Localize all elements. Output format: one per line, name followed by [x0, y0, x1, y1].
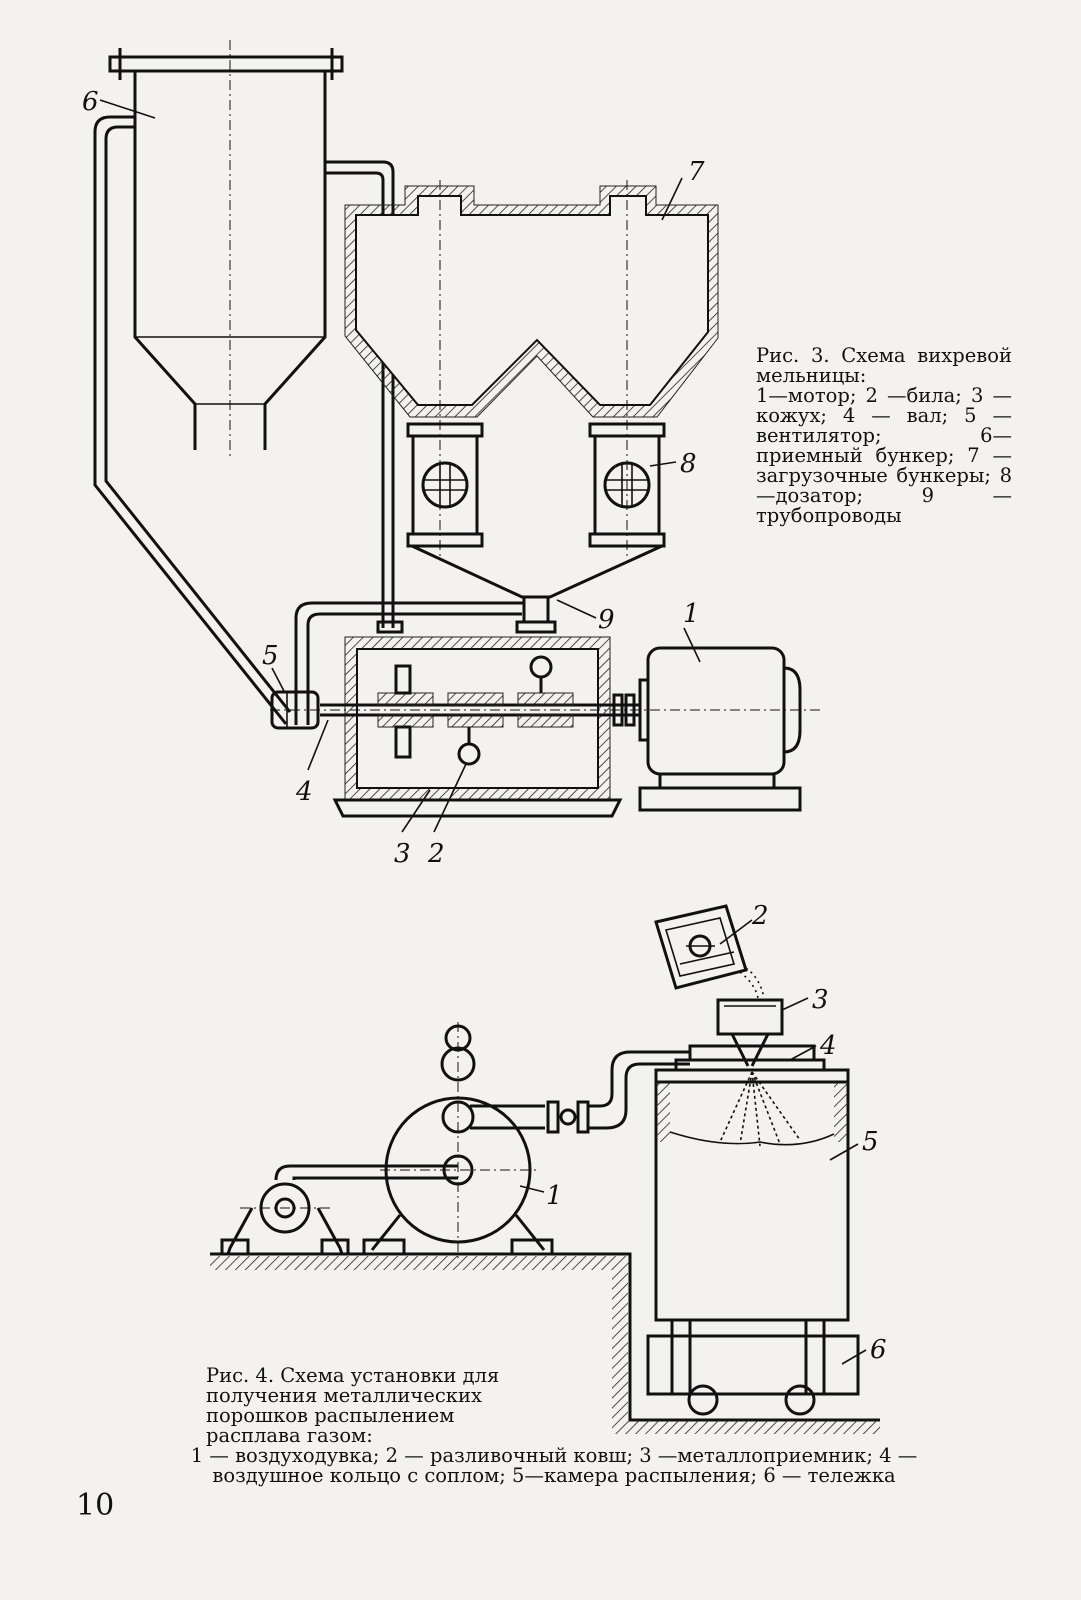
label-3: 3 [394, 839, 411, 869]
loading-bunkers [344, 180, 719, 560]
blower [362, 1022, 690, 1260]
receiving-bunker [108, 40, 344, 460]
pipelines-funnel [294, 544, 663, 725]
figure-4-caption-title: Рис. 4. Схема установки для получения ме… [206, 1364, 500, 1447]
label-5: 5 [862, 1127, 879, 1157]
label-1: 1 [683, 599, 700, 629]
mill-casing [270, 636, 820, 818]
drive-motor [220, 1164, 458, 1256]
ground [210, 1252, 880, 1434]
label-4: 4 [819, 1031, 837, 1061]
label-4: 4 [295, 777, 313, 807]
figure-3-caption: Рис. 3. Схема вихревой мельницы: 1—мотор… [756, 346, 1012, 526]
label-9: 9 [598, 605, 615, 635]
figure-4-labels: 2 3 4 5 1 6 [519, 901, 887, 1365]
figure-4-atomization-unit: 2 3 4 5 1 6 [210, 901, 887, 1434]
page-number: 10 [76, 1488, 115, 1523]
dispensers [406, 422, 666, 548]
label-7: 7 [688, 157, 705, 187]
label-3: 3 [812, 985, 829, 1015]
label-6: 6 [82, 87, 99, 117]
label-5: 5 [262, 641, 279, 671]
figure-3-labels: 6 7 8 9 1 5 4 3 2 [82, 87, 705, 869]
label-2: 2 [751, 901, 769, 931]
fan [270, 690, 320, 730]
label-6: 6 [870, 1335, 887, 1365]
pipe-bunker-to-casing [325, 160, 395, 628]
figure-4-caption-body: 1 — воздуходувка; 2 — разливочный ковш; … [190, 1444, 918, 1487]
figure-3-caption-body: 1—мотор; 2 —била; 3 —кожух; 4 — вал; 5 —… [756, 384, 1012, 527]
label-1: 1 [546, 1181, 563, 1211]
label-2: 2 [427, 839, 445, 869]
air-ring [674, 1044, 826, 1072]
figure-3-caption-title: Рис. 3. Схема вихревой мельницы: [756, 344, 1012, 387]
figure-3-vortex-mill: 6 7 8 9 1 5 4 3 2 [82, 40, 820, 869]
cart [646, 1320, 860, 1416]
spray-chamber [654, 1068, 850, 1322]
label-8: 8 [680, 449, 697, 479]
pipe-bunker-to-fan [93, 115, 292, 725]
metal-receiver [716, 998, 784, 1067]
ladle [654, 904, 765, 999]
motor [638, 646, 802, 812]
